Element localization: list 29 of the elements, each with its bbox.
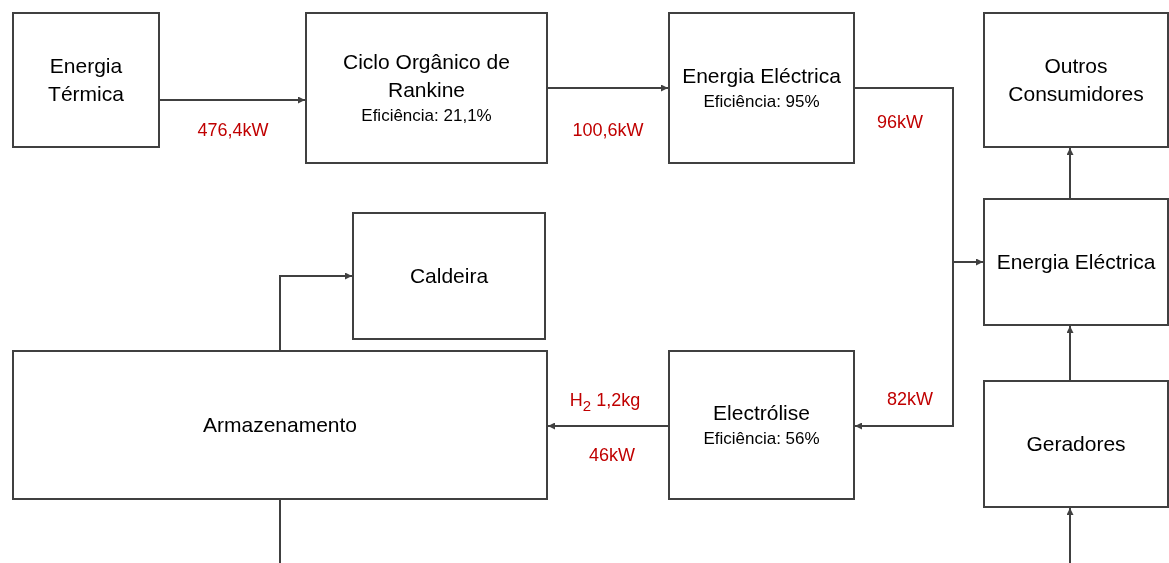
process-box (983, 380, 1169, 508)
box-title: Geradores (1026, 430, 1126, 457)
arrow (547, 422, 669, 430)
box-title: Energia Térmica (47, 52, 125, 107)
process-box (668, 350, 855, 500)
process-box (983, 198, 1169, 326)
box-title: Ciclo Orgânico de Rankine (342, 48, 511, 104)
process-box (305, 12, 548, 164)
efficiency-text: Eficiência: 56% (703, 428, 820, 451)
box-title: Electrólise (713, 399, 810, 426)
box-title: Armazenamento (202, 411, 358, 438)
process-box (352, 212, 546, 340)
box-title: Outros Consumidores (1007, 52, 1145, 107)
arrow (1066, 507, 1074, 563)
process-box (12, 350, 548, 500)
arrow (1066, 147, 1074, 199)
arrow (279, 272, 353, 351)
box-title: Energia Eléctrica (682, 62, 841, 89)
process-box (668, 12, 855, 164)
box-title: Caldeira (409, 262, 489, 289)
box-title: Energia Eléctrica (996, 248, 1156, 275)
efficiency-text: Eficiência: 21,1% (361, 105, 492, 128)
arrow (547, 84, 669, 92)
process-box (12, 12, 160, 148)
arrow (159, 96, 306, 104)
process-box (983, 12, 1169, 148)
arrow (1066, 325, 1074, 381)
efficiency-text: Eficiência: 95% (703, 91, 820, 114)
arrow (854, 87, 954, 430)
